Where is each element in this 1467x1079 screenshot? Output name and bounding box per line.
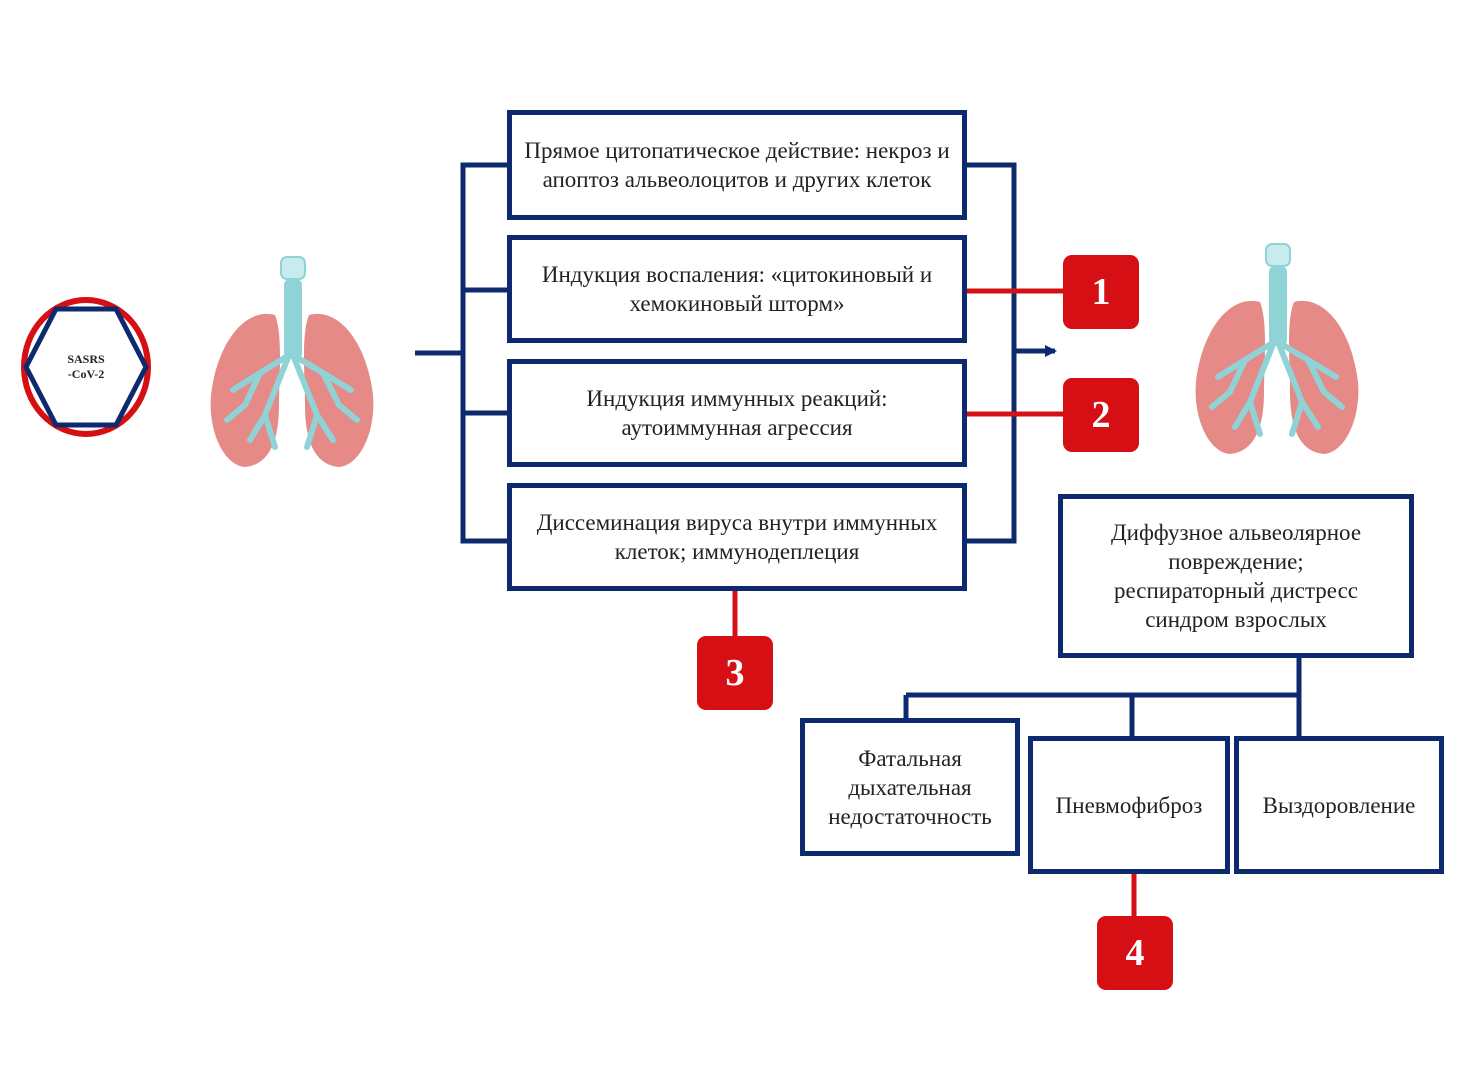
lungs-damaged-icon — [1195, 243, 1359, 454]
badge-4: 4 — [1097, 916, 1173, 990]
outcome-box-ards: Диффузное альвеолярное повреждение; респ… — [1058, 494, 1414, 658]
left-bracket — [460, 162, 509, 544]
result-box-recovery: Выздоровление — [1234, 736, 1444, 874]
virus-hexagon-icon — [21, 297, 151, 437]
right-bracket — [965, 162, 1017, 544]
virus-label: SASRS -CoV-2 — [67, 352, 105, 381]
badge-1: 1 — [1063, 255, 1139, 329]
badge-2: 2 — [1063, 378, 1139, 452]
mechanism-box-cytopathic: Прямое цитопатическое действие: некроз и… — [507, 110, 967, 220]
badge-3: 3 — [697, 636, 773, 710]
result-box-pneumofibrosis: Пневмофиброз — [1028, 736, 1230, 874]
mechanism-box-inflammation: Индукция воспаления: «цитокиновый и хемо… — [507, 235, 967, 343]
mechanism-box-immune-reaction: Индукция иммунных реакций: аутоиммунная … — [507, 359, 967, 467]
mechanism-box-dissemination: Диссеминация вируса внутри иммунных клет… — [507, 483, 967, 591]
result-box-fatal: Фатальная дыхательная недостаточность — [800, 718, 1020, 856]
lungs-healthy-icon — [210, 256, 374, 467]
